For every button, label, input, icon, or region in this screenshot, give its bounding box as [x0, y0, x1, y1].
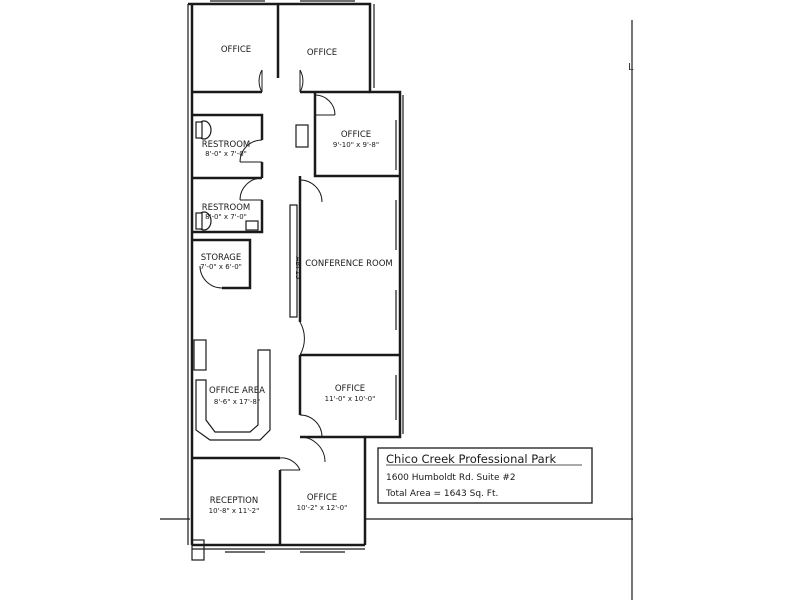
room-dims-office-bottom: 10'-2" x 12'-0"	[297, 504, 348, 512]
info-title: Chico Creek Professional Park	[386, 452, 556, 466]
room-dims-restroom-1: 8'-0" x 7'-0"	[205, 150, 247, 158]
room-label-storage: STORAGE	[201, 253, 241, 263]
shelf-label: ABI 15	[294, 257, 302, 280]
door-swings	[191, 69, 336, 561]
info-box: Chico Creek Professional Park 1600 Humbo…	[377, 447, 593, 504]
room-label-reception: RECEPTION	[210, 496, 258, 506]
room-label-restroom-1: RESTROOM	[202, 140, 251, 150]
info-address: 1600 Humboldt Rd. Suite #2	[386, 473, 516, 483]
room-dims-storage: 7'-0" x 6'-0"	[200, 263, 242, 271]
room-label-office-area: OFFICE AREA	[209, 386, 265, 396]
room-dims-office-right-upper: 9'-10" x 9'-8"	[333, 141, 379, 149]
sink-icon	[245, 220, 259, 231]
room-dims-reception: 10'-8" x 11'-2"	[209, 507, 260, 515]
fixtures	[193, 120, 309, 441]
interior-walls	[192, 4, 400, 545]
counter-stub	[193, 339, 207, 371]
room-label-restroom-2: RESTROOM	[202, 203, 251, 213]
reception-counter	[195, 349, 271, 441]
margin-mark: L	[628, 62, 634, 73]
room-label-office-bottom: OFFICE	[307, 493, 337, 503]
room-label-office-right-upper: OFFICE	[341, 130, 371, 140]
room-label-office-right-lower: OFFICE	[335, 384, 365, 394]
cabinet-icon	[295, 124, 309, 148]
room-label-conference: CONFERENCE ROOM	[305, 259, 393, 269]
room-dims-restroom-2: 8'-0" x 7'-0"	[205, 213, 247, 221]
info-area: Total Area = 1643 Sq. Ft.	[385, 489, 498, 499]
room-label-office-top-right: OFFICE	[307, 48, 337, 58]
room-dims-office-area: 8'-6" x 17'-8"	[214, 398, 260, 406]
room-label-office-top-left: OFFICE	[221, 45, 251, 55]
windows	[210, 0, 397, 553]
room-dims-office-right-lower: 11'-0" x 10'-0"	[325, 395, 376, 403]
built-in-shelf	[289, 204, 298, 318]
